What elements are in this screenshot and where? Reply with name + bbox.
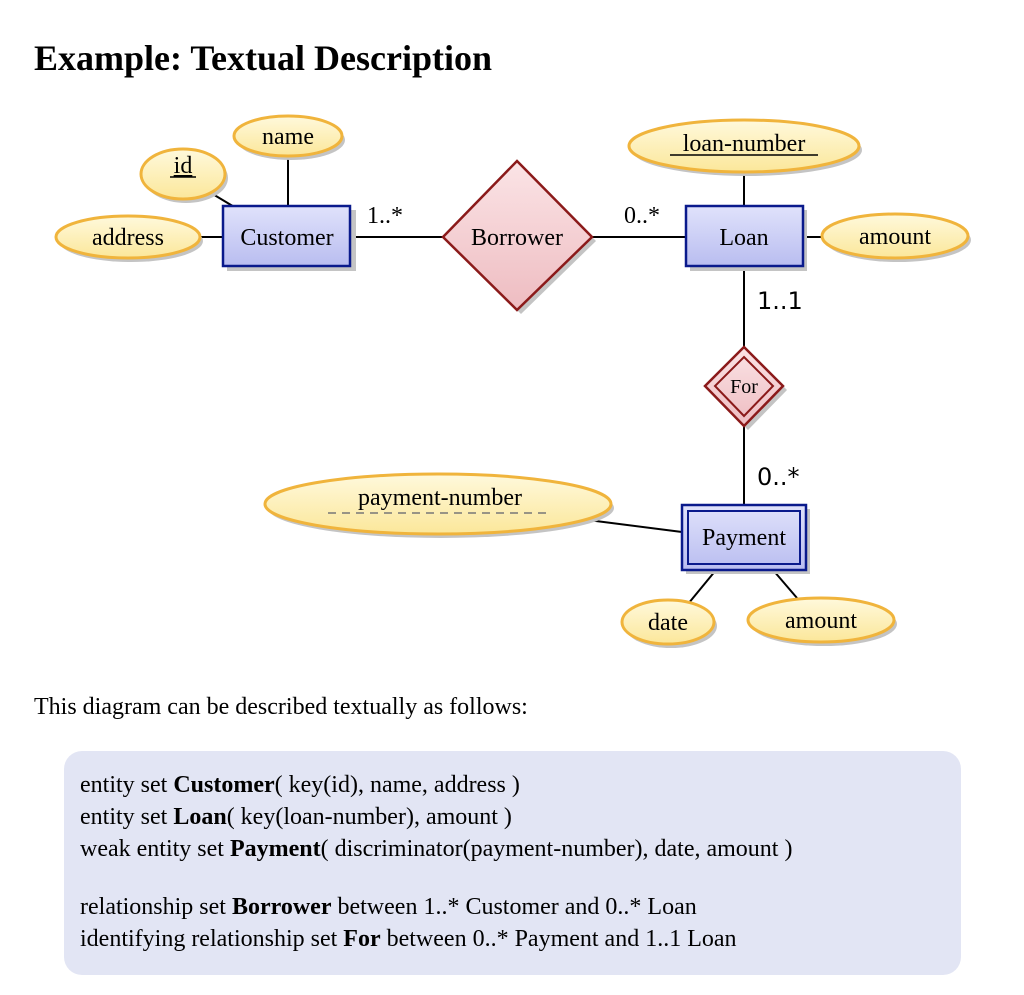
relationship-name-for: For	[343, 926, 381, 952]
page-title: Example: Textual Description	[34, 38, 493, 78]
er-diagram: id name address loan-number amount payme…	[54, 114, 971, 648]
relationship-for-identifying: For	[703, 345, 787, 430]
connector-lines	[198, 155, 823, 605]
line-payment-amount	[772, 569, 798, 599]
attribute-payment-date: date	[620, 598, 717, 648]
relationship-borrower: Borrower	[441, 159, 596, 314]
attribute-payment-number: payment-number	[263, 472, 614, 538]
description-line-payment: weak entity set Payment( discriminator(p…	[80, 833, 961, 865]
attribute-loan-amount-label: amount	[859, 224, 931, 250]
description-line-loan: entity set Loan( key(loan-number), amoun…	[80, 801, 961, 833]
attribute-list-text: ( key(id), name, address )	[274, 772, 520, 798]
relationship-borrower-label: Borrower	[471, 225, 563, 251]
attribute-id-label: id	[174, 153, 193, 179]
description-spacer	[80, 865, 961, 891]
entity-payment-label: Payment	[702, 525, 786, 551]
attribute-payment-date-label: date	[648, 610, 688, 636]
entity-name-payment: Payment	[229, 836, 321, 862]
keyword-text: entity set	[80, 804, 174, 830]
relationship-detail-text: between 1..* Customer and 0..* Loan	[331, 894, 697, 920]
attribute-id: id	[139, 147, 228, 203]
intro-text: This diagram can be described textually …	[34, 694, 528, 720]
attribute-list-text: ( discriminator(payment-number), date, a…	[320, 836, 793, 862]
attribute-loan-number-label: loan-number	[683, 131, 806, 157]
keyword-text: weak entity set	[80, 836, 230, 862]
attribute-loan-number: loan-number	[627, 118, 862, 176]
entity-name-customer: Customer	[173, 772, 275, 798]
attribute-loan-amount: amount	[820, 212, 971, 262]
description-line-customer: entity set Customer( key(id), name, addr…	[80, 769, 961, 801]
cardinality-loan-for: 1..1	[757, 287, 803, 315]
cardinality-customer-borrower: 1..*	[367, 203, 403, 229]
entity-name-loan: Loan	[173, 804, 227, 830]
attribute-list-text: ( key(loan-number), amount )	[226, 804, 512, 830]
attribute-name-label: name	[262, 124, 314, 150]
attribute-payment-amount: amount	[746, 596, 897, 646]
entity-payment-weak: Payment	[680, 503, 810, 574]
line-paymentnumber-payment	[587, 519, 683, 533]
keyword-text: entity set	[80, 772, 174, 798]
entity-loan: Loan	[684, 204, 807, 271]
textual-description-box: entity set Customer( key(id), name, addr…	[64, 751, 961, 975]
entity-customer-label: Customer	[240, 225, 333, 251]
attribute-payment-amount-label: amount	[785, 608, 857, 634]
keyword-text: identifying relationship set	[80, 926, 344, 952]
attribute-address-label: address	[92, 225, 164, 251]
relationship-for-label: For	[730, 376, 758, 398]
cardinality-for-payment: 0..*	[757, 463, 800, 491]
entity-customer: Customer	[221, 204, 356, 271]
attribute-name: name	[232, 114, 345, 160]
description-line-borrower: relationship set Borrower between 1..* C…	[80, 891, 961, 923]
attribute-payment-number-label: payment-number	[358, 485, 522, 511]
cardinality-borrower-loan: 0..*	[624, 203, 660, 229]
entity-loan-label: Loan	[719, 225, 768, 251]
description-line-for: identifying relationship set For between…	[80, 923, 961, 955]
relationship-detail-text: between 0..* Payment and 1..1 Loan	[380, 926, 737, 952]
line-payment-date	[687, 569, 717, 605]
attribute-address: address	[54, 214, 203, 262]
keyword-text: relationship set	[80, 894, 232, 920]
relationship-name-borrower: Borrower	[231, 894, 332, 920]
